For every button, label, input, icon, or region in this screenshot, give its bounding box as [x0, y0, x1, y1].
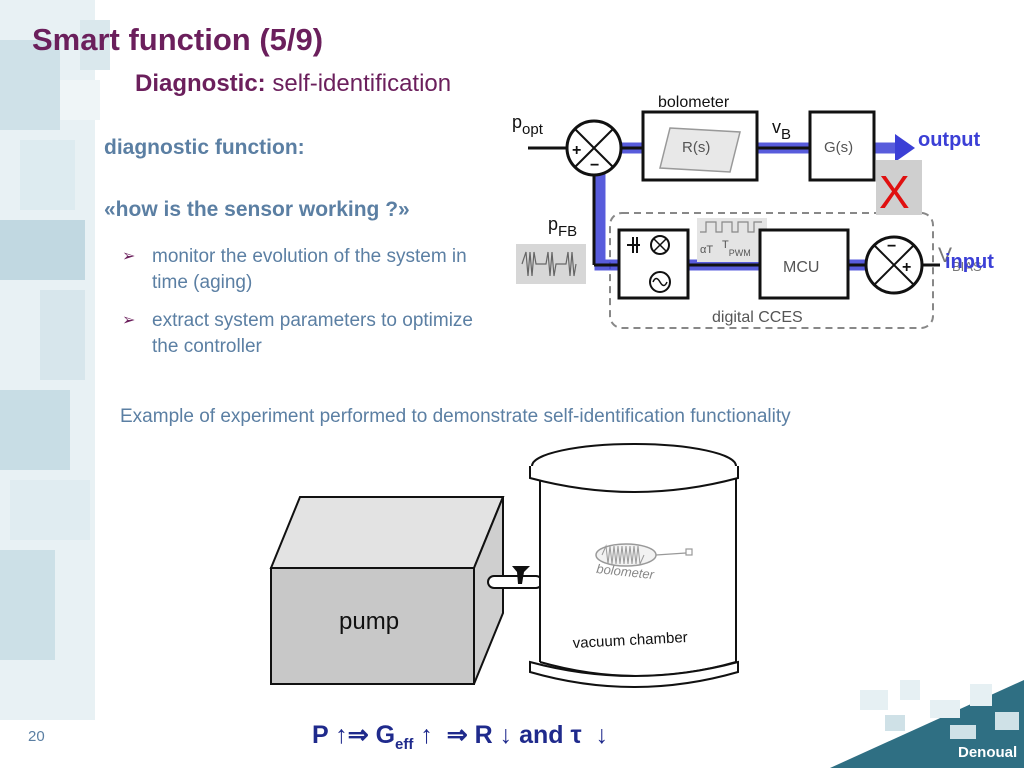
alpha-t-label: αT — [700, 244, 713, 256]
pump-top-face — [269, 496, 505, 569]
x-mark: X — [879, 166, 910, 218]
implies-icon: ⇒ — [446, 721, 468, 749]
valve-icon — [512, 566, 530, 584]
experiment-illustration: pump bolometer vacuum chamber — [269, 443, 739, 688]
up-implies-icon: ↑⇒ — [335, 721, 369, 749]
minus-sign: − — [887, 238, 896, 255]
formula-tau: τ — [570, 721, 582, 749]
bullet-item: ➢ extract system parameters to optimize t… — [122, 308, 482, 360]
diagnostic-heading: diagnostic function: — [104, 136, 305, 159]
slide-title: Smart function (5/9) — [32, 22, 324, 57]
formula-p: P — [312, 721, 329, 749]
v-b-label: vB — [772, 117, 791, 143]
mcu-label: MCU — [783, 259, 819, 276]
block-diagram: + − bolometer R(s) G(s) popt vB pFB outp… — [512, 94, 994, 329]
plus-sign: + — [902, 259, 911, 276]
modulator-block — [617, 228, 690, 300]
mcu-block — [758, 228, 850, 300]
formula-g-sub: eff — [395, 736, 414, 753]
bullet-list: ➢ monitor the evolution of the system in … — [122, 244, 482, 372]
bullet-arrow-icon: ➢ — [122, 312, 136, 329]
p-fb-label: pFB — [548, 214, 577, 240]
pump-label: pump — [339, 608, 399, 635]
bullet-text: monitor the evolution of the system in t… — [152, 246, 467, 293]
down-arrow-icon: ↓ — [595, 721, 609, 749]
page-number: 20 — [28, 728, 45, 745]
minus-sign: − — [590, 157, 599, 174]
slide-subtitle: Diagnostic: self-identification — [135, 70, 451, 98]
cces-boundary — [609, 212, 934, 329]
example-caption: Example of experiment performed to demon… — [120, 406, 791, 427]
subtitle-rest: self-identification — [265, 70, 452, 97]
bolometer-chip-icon — [659, 127, 741, 173]
chamber-base — [529, 660, 739, 688]
up-arrow-icon: ↑ — [420, 721, 433, 749]
question-text: «how is the sensor working ?» — [104, 198, 410, 221]
vacuum-chamber-label: vacuum chamber — [572, 629, 688, 652]
bolometer-chip-label: bolometer — [596, 561, 656, 582]
author-label: Denoual — [958, 744, 1018, 761]
formula-r: R — [474, 721, 493, 749]
plus-sign: + — [572, 142, 581, 159]
input-label: input — [945, 251, 994, 273]
rs-label: R(s) — [682, 139, 710, 156]
bullet-arrow-icon: ➢ — [122, 248, 136, 265]
gs-block — [808, 110, 876, 182]
p-opt-label: popt — [512, 112, 544, 138]
bolometer-label: bolometer — [658, 94, 730, 111]
subtitle-bold: Diagnostic: — [135, 70, 266, 97]
multiplier-icon — [650, 235, 670, 255]
gs-label: G(s) — [824, 139, 853, 156]
output-arrow-icon — [895, 134, 915, 162]
bullet-text: extract system parameters to optimize th… — [152, 310, 473, 357]
sine-source-icon — [649, 271, 671, 293]
output-label: output — [918, 129, 981, 151]
formula-and: and — [519, 721, 564, 749]
pump-tube — [487, 575, 543, 589]
t-pwm-label: TPWM — [722, 239, 751, 258]
pump-front-face — [270, 567, 475, 685]
chamber-lid-rim — [529, 466, 739, 493]
down-arrow-icon: ↓ — [499, 721, 513, 749]
v-bias-label: VBIAS — [938, 244, 982, 274]
formula-g: G — [375, 721, 396, 749]
result-formula: P ↑⇒ Geff ↑ ⇒ R ↓ and τ ↓ — [312, 720, 608, 753]
bullet-item: ➢ monitor the evolution of the system in … — [122, 244, 482, 296]
cces-label: digital CCES — [712, 309, 803, 326]
x-mark-background — [876, 160, 922, 215]
